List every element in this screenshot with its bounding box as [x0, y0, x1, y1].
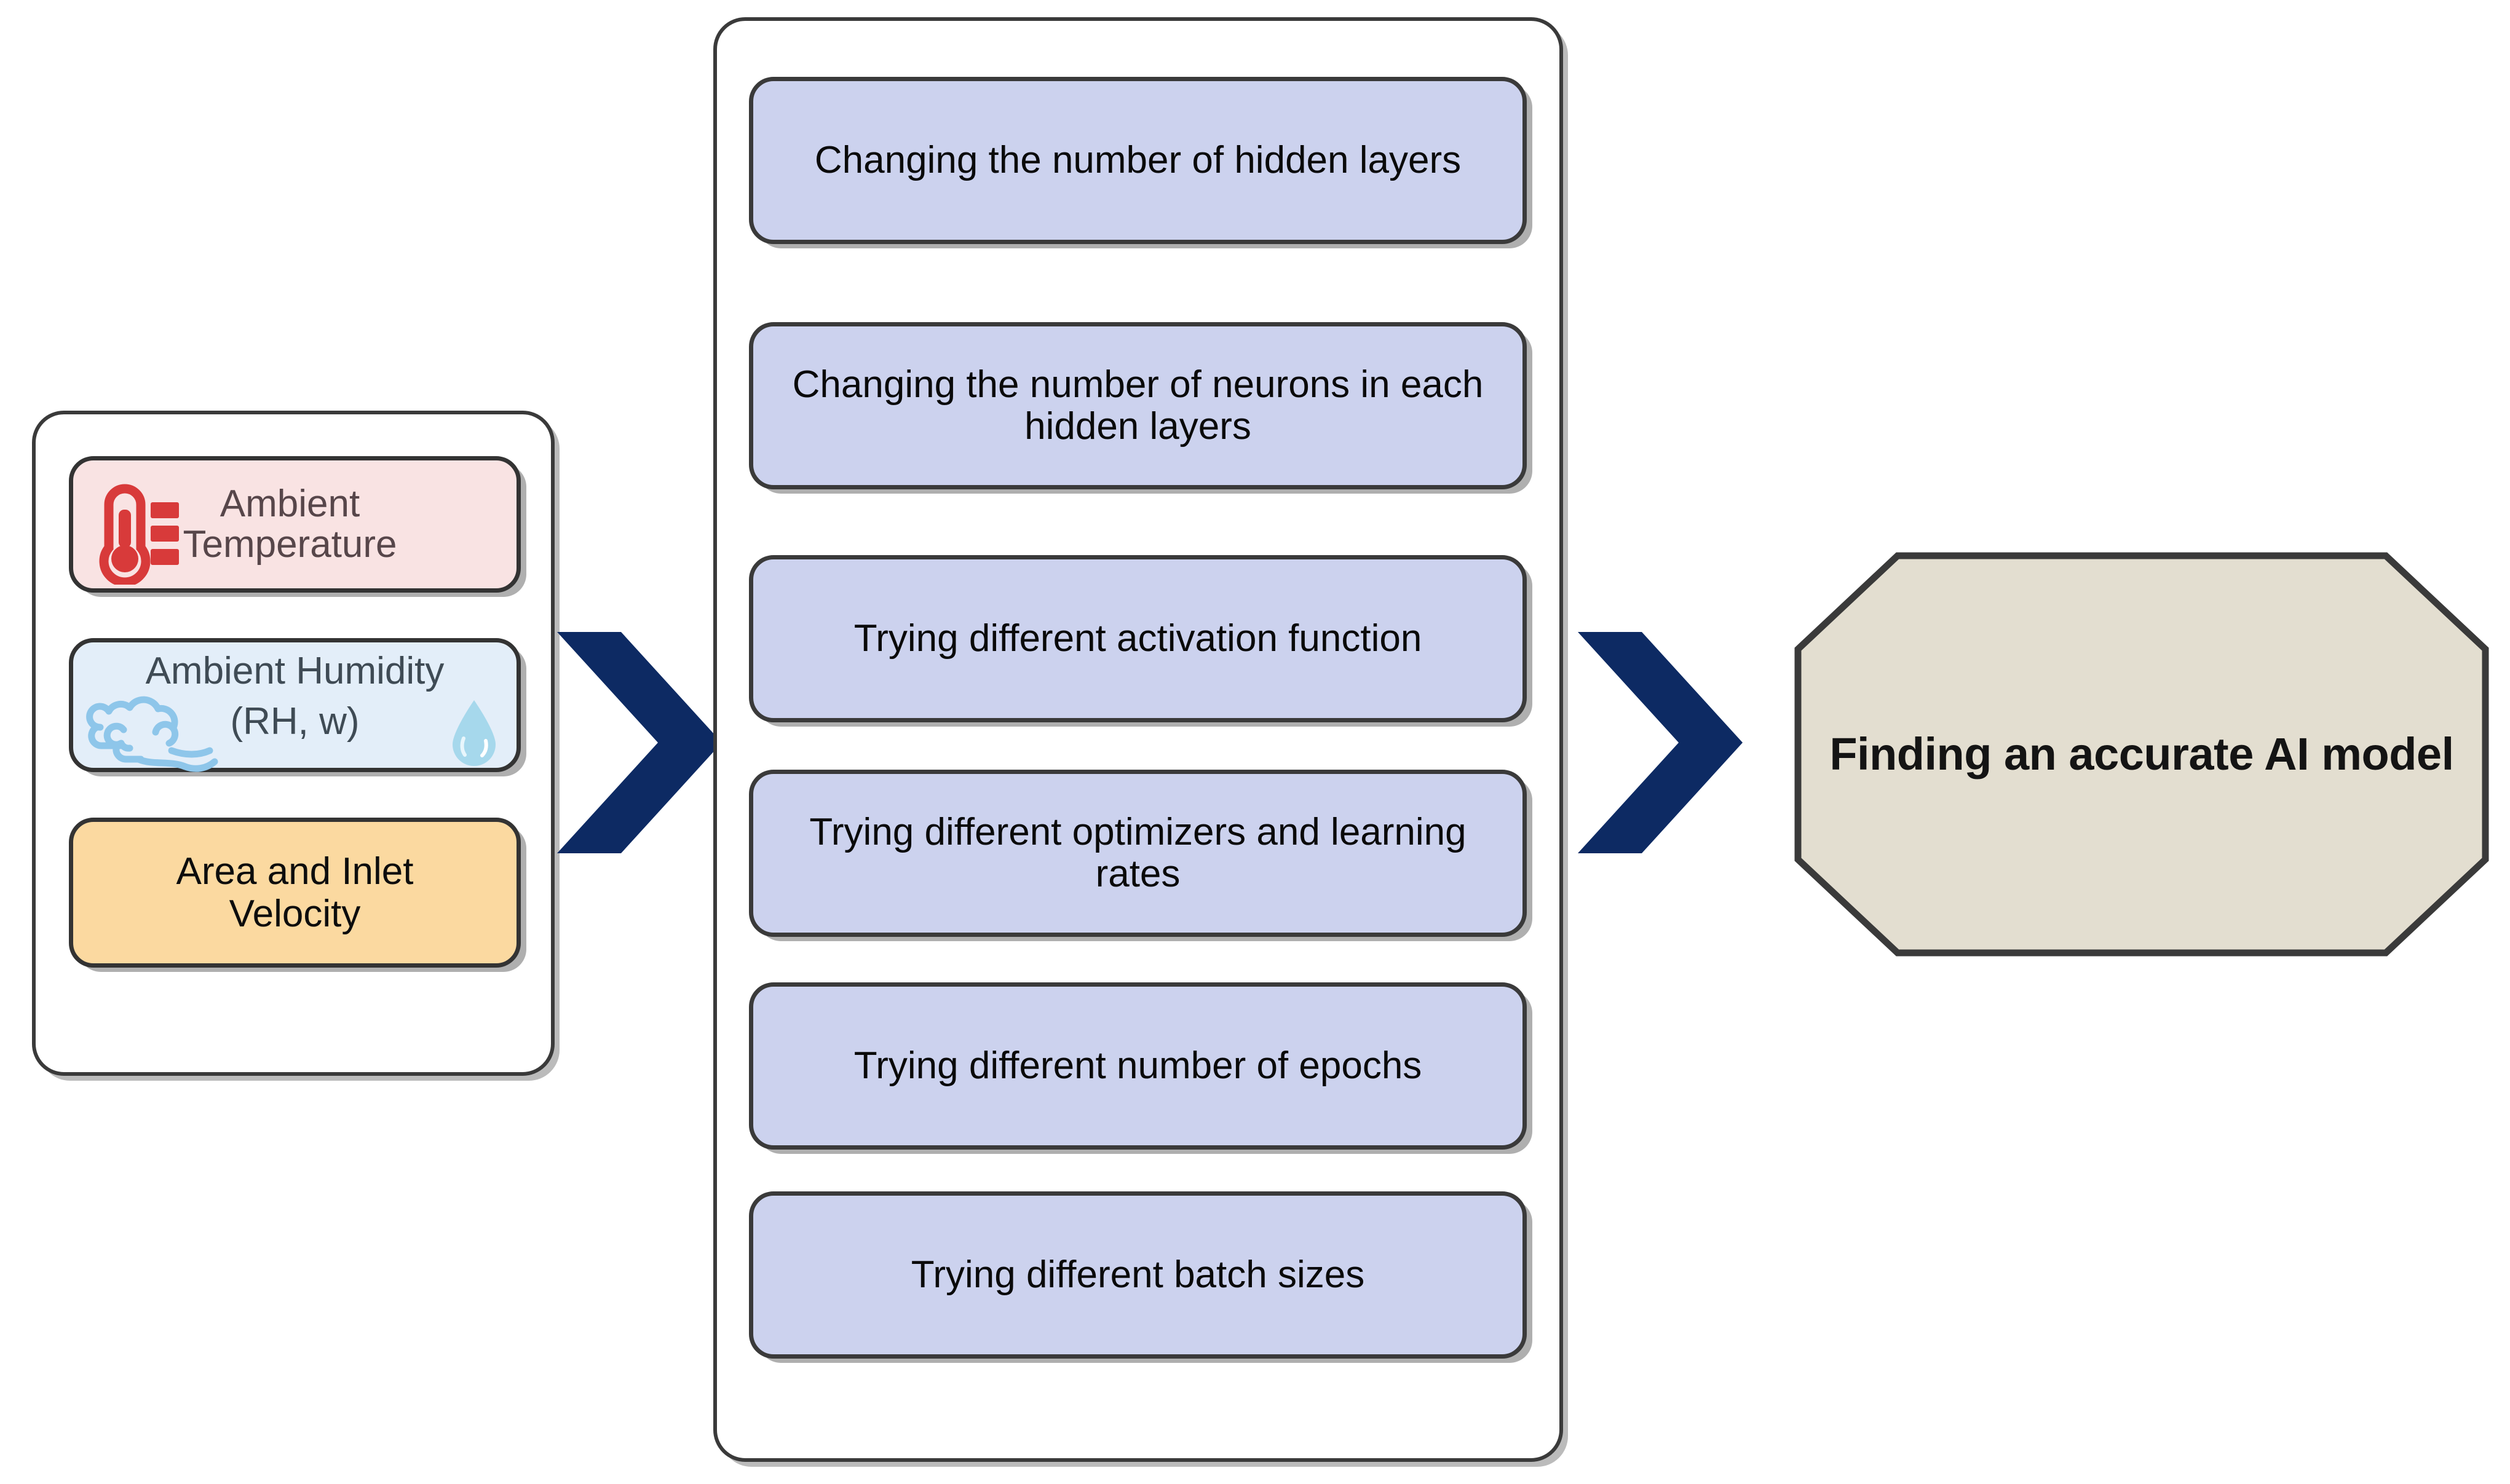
humidity-card-body: Ambient Humidity (RH, w) [73, 642, 517, 772]
tuning-step-label: Trying different activation function [853, 617, 1422, 660]
tuning-step-label: Changing the number of hidden layers [814, 138, 1462, 181]
tuning-step-label: Changing the number of neurons in each h… [792, 363, 1484, 448]
input-card-humidity-sublabel: (RH, w) [230, 700, 360, 743]
tuning-step-label: Trying different number of epochs [853, 1044, 1422, 1087]
input-card-humidity[interactable]: Ambient Humidity (RH, w) [69, 638, 521, 772]
tuning-step-card[interactable]: Trying different number of epochs [749, 982, 1527, 1150]
tuning-step-card[interactable]: Trying different optimizers and learning… [749, 770, 1527, 937]
outcome-label: Finding an accurate AI model [1829, 728, 2454, 779]
outcome-octagon-shape [1794, 552, 2489, 957]
tuning-step-label: Trying different optimizers and learning… [809, 810, 1467, 895]
water-droplet-icon [448, 697, 501, 768]
cloud-icon [79, 695, 221, 774]
chevron-right-icon-tuning-to-outcome [1574, 628, 1746, 857]
tuning-step-label: Trying different batch sizes [911, 1253, 1365, 1296]
tuning-step-card[interactable]: Changing the number of neurons in each h… [749, 322, 1527, 489]
chevron-right-icon-inputs-to-tuning [553, 628, 726, 857]
tuning-step-card[interactable]: Trying different batch sizes [749, 1191, 1527, 1359]
input-card-humidity-label: Ambient Humidity [145, 650, 445, 692]
tuning-step-card[interactable]: Trying different activation function [749, 555, 1527, 722]
thermometer-icon [87, 474, 191, 587]
tuning-step-card[interactable]: Changing the number of hidden layers [749, 77, 1527, 244]
